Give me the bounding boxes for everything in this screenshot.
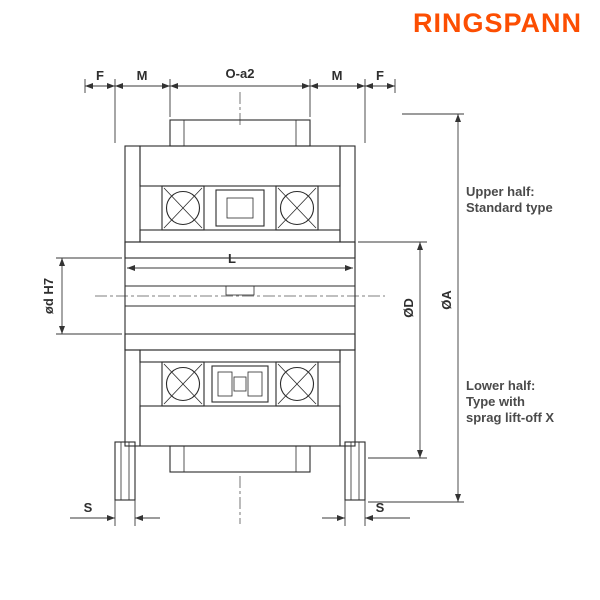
top-dimension-row: F M O-a2 M F bbox=[84, 66, 396, 143]
lower-bearing-right bbox=[275, 361, 319, 407]
dim-label-bore: ød H7 bbox=[41, 278, 56, 314]
dim-label-m-left: M bbox=[137, 68, 148, 83]
dim-outer-diameter: ØD bbox=[358, 241, 427, 459]
annotation-lower-half: Lower half: Type with sprag lift-off X bbox=[466, 378, 554, 425]
lower-half-note-line3: sprag lift-off X bbox=[466, 410, 554, 425]
dim-label-m-right: M bbox=[332, 68, 343, 83]
dim-label-length: L bbox=[228, 251, 236, 266]
annotation-upper-half: Upper half: Standard type bbox=[466, 184, 553, 215]
brand-logo: RINGSPANN bbox=[413, 8, 582, 38]
shaft-section bbox=[124, 241, 356, 351]
dim-length: L bbox=[127, 251, 353, 271]
upper-sprag-cage bbox=[215, 189, 265, 227]
upper-half-section bbox=[124, 119, 356, 243]
dim-label-f-left: F bbox=[96, 68, 104, 83]
sprag-lift-off-mechanism bbox=[211, 365, 269, 403]
lower-half-note-line2: Type with bbox=[466, 394, 525, 409]
flange-protrusion-right bbox=[344, 441, 366, 501]
dim-overall-diameter: ØA bbox=[368, 113, 464, 503]
upper-half-note-line2: Standard type bbox=[466, 200, 553, 215]
dim-label-o-a2: O-a2 bbox=[226, 66, 255, 81]
keyway bbox=[225, 285, 255, 296]
dim-label-outer-d: ØD bbox=[401, 298, 416, 318]
upper-bearing-left bbox=[161, 185, 205, 231]
dim-s-left: S bbox=[70, 500, 160, 526]
dim-bore-left: ød H7 bbox=[41, 257, 122, 335]
dim-label-f-right: F bbox=[376, 68, 384, 83]
dim-label-s-right: S bbox=[376, 500, 385, 515]
upper-half-note-line1: Upper half: bbox=[466, 184, 535, 199]
upper-bearing-right bbox=[275, 185, 319, 231]
dim-label-s-left: S bbox=[84, 500, 93, 515]
lower-half-note-line1: Lower half: bbox=[466, 378, 535, 393]
dim-s-right: S bbox=[322, 500, 410, 526]
flange-protrusion-left bbox=[114, 441, 136, 501]
dim-label-overall-a: ØA bbox=[439, 290, 454, 310]
lower-half-section bbox=[114, 349, 366, 501]
